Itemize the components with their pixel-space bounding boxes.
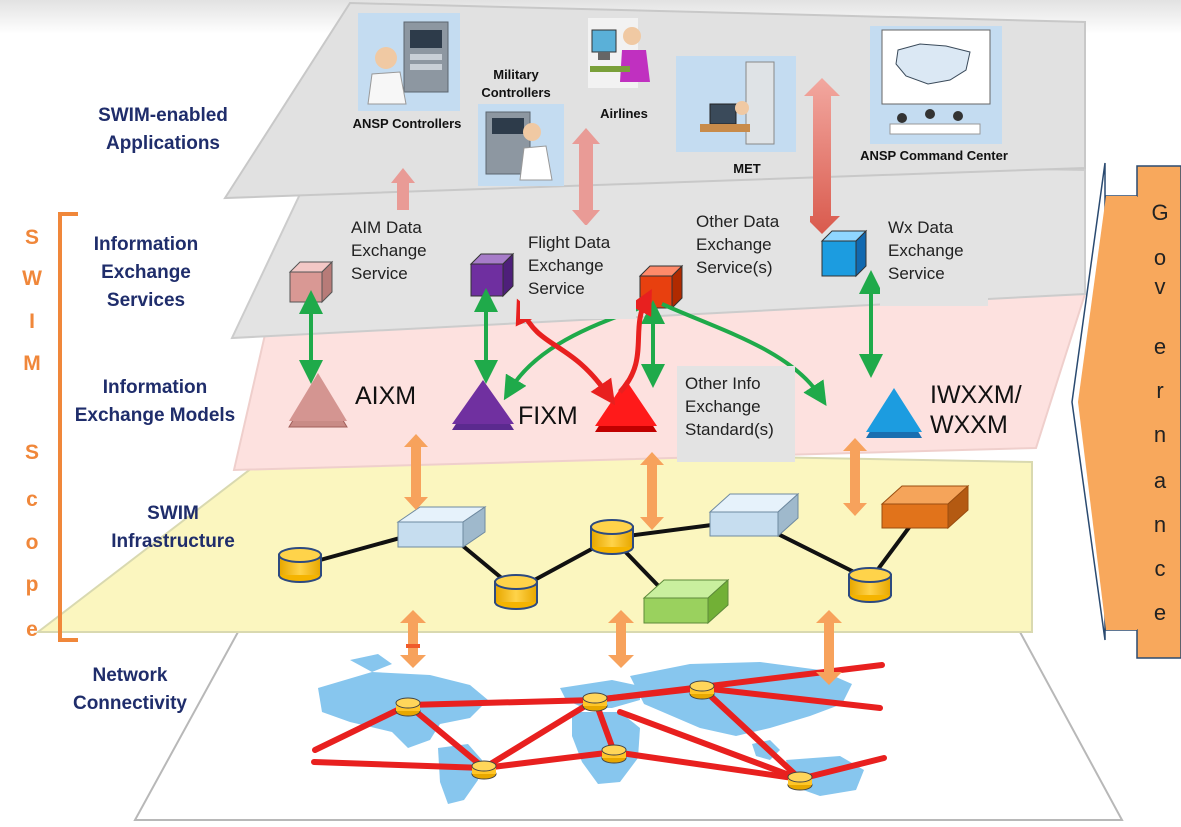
scope-letter: W — [22, 267, 42, 290]
service-box-other: Other Data Exchange Service(s) — [688, 204, 810, 300]
governance-letter: r — [1156, 378, 1164, 403]
governance-arrow — [1071, 162, 1181, 659]
scope-letter: o — [25, 531, 39, 554]
app-label-ansp-controllers: ANSP Controllers — [352, 116, 462, 131]
scope-letter: e — [26, 618, 38, 641]
network-links — [311, 662, 887, 782]
app-label-met: MET — [733, 161, 761, 176]
model-label-aixm: AIXM — [355, 382, 417, 410]
governance-letter: e — [1153, 334, 1167, 359]
governance-letter: a — [1153, 468, 1167, 493]
scope-letter: S — [24, 226, 39, 249]
scope-bracket — [58, 212, 78, 642]
infra-database-4 — [848, 567, 892, 603]
app-label-airlines: Airlines — [600, 106, 648, 121]
wx-service-cube — [820, 229, 868, 278]
aixm-model-icon — [288, 373, 348, 428]
layer-label-applications: SWIM-enabled Applications — [98, 105, 228, 154]
flight-service-cube — [469, 252, 515, 298]
aim-service-cube — [288, 260, 334, 304]
infra-server-1 — [396, 506, 487, 548]
governance-letter: c — [1154, 556, 1166, 581]
world-map — [318, 654, 864, 804]
infra-database-3 — [590, 519, 634, 555]
other-model-icon — [595, 380, 657, 432]
infra-database-2 — [494, 574, 538, 610]
application-service-arrows — [391, 78, 840, 234]
governance-letter: v — [1154, 274, 1166, 299]
scope-letter: I — [29, 310, 35, 333]
scope-letter: p — [25, 573, 39, 596]
layer-label-network: Network Connectivity — [72, 665, 188, 714]
service-box-wx: Wx Data Exchange Service — [880, 210, 988, 306]
app-label-command-center: ANSP Command Center — [860, 148, 1008, 163]
governance-letter: G — [1151, 200, 1169, 225]
models-infra-arrows — [404, 434, 867, 530]
service-box-flight: Flight Data Exchange Service — [520, 225, 636, 319]
met-picture — [676, 56, 796, 152]
infra-database-1 — [278, 547, 322, 583]
governance-letter: n — [1153, 422, 1167, 447]
flight-red-arrows — [515, 288, 652, 406]
model-label-iwxxm: IWXXM/ WXXM — [930, 381, 1022, 439]
scope-letter: c — [26, 488, 38, 511]
infra-server-3 — [642, 578, 730, 625]
network-infra-arrows — [400, 610, 842, 685]
command-center-picture — [870, 26, 1002, 144]
app-label-military-controllers: Military Controllers — [481, 67, 551, 100]
layer-label-models: Information Exchange Models — [74, 377, 236, 426]
infra-server-4 — [880, 484, 970, 530]
service-box-aim: AIM Data Exchange Service — [343, 210, 451, 308]
airlines-picture — [588, 18, 650, 88]
scope-letter: M — [23, 352, 41, 375]
iwxxm-model-icon — [866, 388, 922, 438]
governance-letter: o — [1153, 245, 1167, 270]
governance-letter: e — [1153, 600, 1167, 625]
scope-letter: S — [24, 441, 39, 464]
military-controllers-picture — [478, 104, 564, 186]
layer-label-services: Information Exchange Services — [93, 234, 199, 311]
model-label-fixm: FIXM — [518, 402, 578, 430]
network-nodes — [395, 680, 813, 791]
infra-server-2 — [708, 492, 800, 538]
governance-letter: n — [1153, 512, 1167, 537]
fixm-model-icon — [452, 380, 514, 430]
ansp-controllers-picture — [358, 13, 460, 111]
model-label-other: Other Info Exchange Standard(s) — [677, 366, 795, 462]
layer-label-infrastructure: SWIM Infrastructure — [111, 503, 235, 552]
